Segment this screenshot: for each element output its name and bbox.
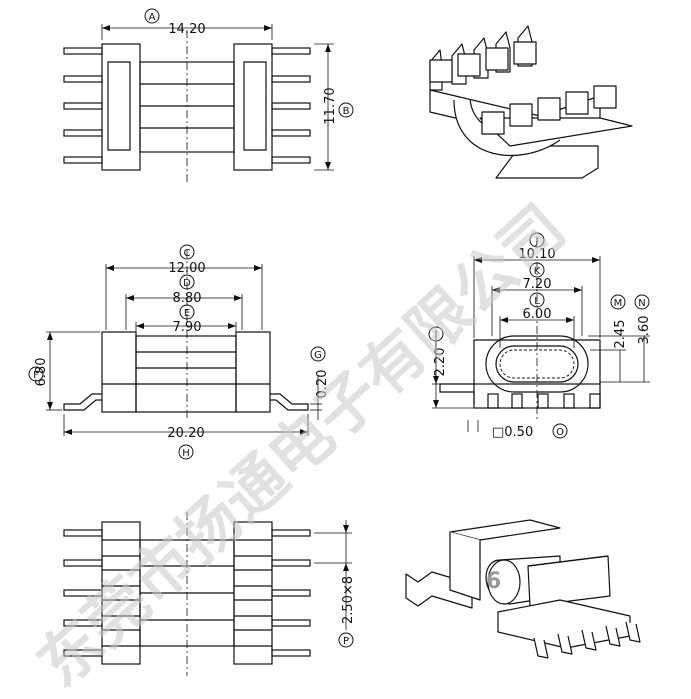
dim-j-marker — [529, 232, 545, 248]
dim-d-letter: D — [183, 278, 191, 289]
dim-j-letter: J — [535, 236, 539, 247]
top-view-pins-left — [63, 47, 103, 164]
dim-o-letter: O — [556, 427, 564, 438]
dim-n-marker — [634, 294, 650, 310]
dim-a-value: 14.20 — [168, 22, 205, 37]
dim-b-marker — [338, 102, 354, 118]
dim-i-value: 2.20 — [433, 348, 448, 377]
dim-g-value: 0.20 — [315, 370, 330, 399]
dim-b-letter: B — [343, 106, 350, 117]
dim-h-letter: H — [182, 448, 190, 459]
dim-o-marker — [552, 423, 568, 439]
dim-p-marker — [338, 632, 354, 648]
top-view-pins-right — [271, 47, 311, 164]
dim-e-marker — [179, 304, 195, 320]
dim-l-letter: L — [534, 296, 540, 307]
dim-e-value: 7.90 — [173, 320, 202, 335]
dim-f-value: 6.80 — [34, 358, 49, 387]
dim-c-value: 12.00 — [168, 261, 205, 276]
dim-p-letter: P — [343, 636, 349, 647]
dim-b-value: 11.70 — [323, 87, 338, 124]
front-view — [46, 250, 322, 436]
dim-a-letter: A — [149, 12, 156, 23]
dim-i-letter: I — [435, 330, 438, 341]
dim-o-value: □0.50 — [492, 425, 533, 440]
dim-m-value: 2.45 — [613, 320, 628, 349]
dim-c-marker — [179, 244, 195, 260]
dim-k-marker — [529, 262, 545, 278]
isometric-view-bottom — [405, 519, 641, 659]
isometric-view-top — [429, 25, 633, 179]
dim-d-marker — [179, 274, 195, 290]
dim-l-value: 6.00 — [523, 307, 552, 322]
side-view — [432, 256, 650, 432]
dim-n-letter: N — [638, 298, 645, 309]
watermark-number: 6 — [486, 569, 501, 594]
dim-a-marker — [144, 8, 160, 24]
dim-h-value: 20.20 — [167, 426, 204, 441]
dim-f-letter: F — [33, 370, 39, 381]
dim-i-marker — [428, 326, 444, 342]
company-watermark: 东莞市扬通电子有限公司 — [23, 191, 579, 699]
top-view — [63, 24, 334, 182]
dim-m-letter: M — [614, 298, 623, 309]
dim-g-marker — [310, 346, 326, 362]
dim-e-letter: E — [184, 308, 190, 319]
dim-p-value: 2.50×8 — [341, 576, 356, 624]
dim-m-marker — [610, 294, 626, 310]
dim-c-letter: C — [184, 248, 191, 259]
dim-d-value: 8.80 — [173, 291, 202, 306]
dim-k-value: 7.20 — [523, 277, 552, 292]
dim-j-value: 10.10 — [518, 247, 555, 262]
bottom-view-pins-right — [271, 529, 311, 657]
dim-n-value: 3.60 — [637, 316, 652, 345]
dim-h-marker — [178, 444, 194, 460]
bottom-view — [63, 512, 352, 676]
dim-g-letter: G — [314, 350, 322, 361]
dim-l-marker — [529, 292, 545, 308]
dim-f-marker — [28, 366, 44, 382]
dim-k-letter: K — [534, 266, 541, 277]
